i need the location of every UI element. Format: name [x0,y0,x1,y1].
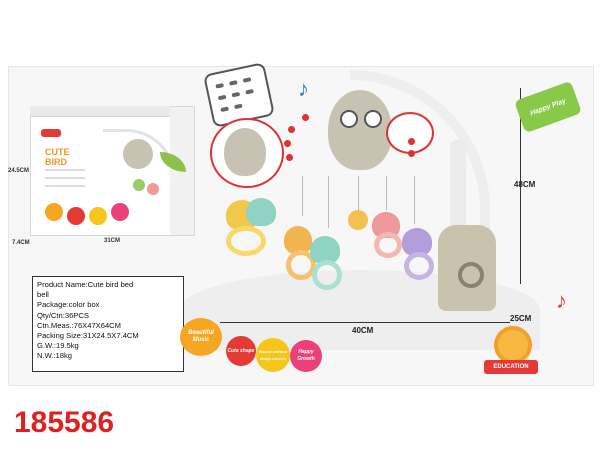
width-dimension-line [220,322,510,323]
package-type: Package:color box [37,300,100,310]
education-label: EDUCATION [484,360,538,374]
lion-mascot [494,326,532,364]
bear-toy [402,228,432,256]
callout-label [286,154,294,161]
gross-weight: G.W.:19.5kg [37,341,79,351]
box-width-label: 31CM [104,238,121,244]
round-corners-badge: Round without sharp corners [256,338,290,372]
callout-label [284,140,292,147]
packing-size: Packing Size:31X24.5X7.4CM [37,331,139,341]
box-badge [67,207,85,225]
box-feature-line [45,177,85,179]
box-depth-label: 7.4CM [12,240,30,246]
clamp-label: 25CM [510,314,532,323]
music-note-icon: ♪ [298,76,309,101]
teether-ring [404,252,434,280]
height-dimension-line [520,88,521,284]
box-title-line2: BIRD [45,157,67,167]
bear-toy [284,226,312,254]
music-note-icon: ♪ [556,288,567,313]
box-owl-image [123,139,153,169]
beautiful-music-badge: Beautiful Music [180,318,222,356]
box-title: CUTE BIRD [45,147,70,167]
teether-ring [286,250,316,280]
carton-measurement: Ctn.Meas.:76X47X64CM [37,320,121,330]
box-bear [133,179,145,191]
cute-shape-badge: Cute shape [226,336,256,366]
hanging-string [414,176,415,224]
hanging-string [302,176,303,216]
net-weight: N.W.:18kg [37,351,73,361]
callout-label [302,114,310,121]
teether-ring [312,260,342,290]
bear-toy [310,236,340,264]
hanging-string [358,176,359,210]
teether-ring [374,232,402,258]
hanging-ball [348,210,368,230]
happy-growth-badge: Happy Growth [290,340,322,372]
box-feature-line [45,185,85,187]
owl-music-box [328,90,392,170]
width-label: 40CM [352,326,374,335]
product-name-line1: Product Name:Cute bird bed [37,280,134,289]
height-label: 48CM [514,180,536,189]
box-bear [147,183,159,195]
package-box: CUTE BIRD [30,106,195,236]
owl-back-detail [386,112,434,154]
hanging-string [386,176,387,210]
bear-toy [246,198,276,226]
brand-logo [41,129,61,137]
quantity-per-carton: Qty/Ctn:36PCS [37,310,89,320]
product-name-line2: bell [37,290,49,300]
teether-ring [226,226,266,256]
clamp-screw [458,262,484,288]
owl-detail-image [224,128,266,176]
hanging-string [328,176,329,228]
callout-label [408,150,416,157]
callout-label [288,126,296,133]
product-info-panel: Product Name:Cute bird bed bell Package:… [32,276,184,372]
box-height-label: 24.5CM [8,168,30,174]
sku-number: 185586 [14,406,115,439]
box-badge [45,203,63,221]
box-feature-line [45,169,85,171]
box-badge [111,203,129,221]
box-top [30,106,194,116]
box-badge [89,207,107,225]
box-front: CUTE BIRD [30,116,176,236]
callout-label [408,138,416,145]
box-title-line1: CUTE [45,147,70,157]
